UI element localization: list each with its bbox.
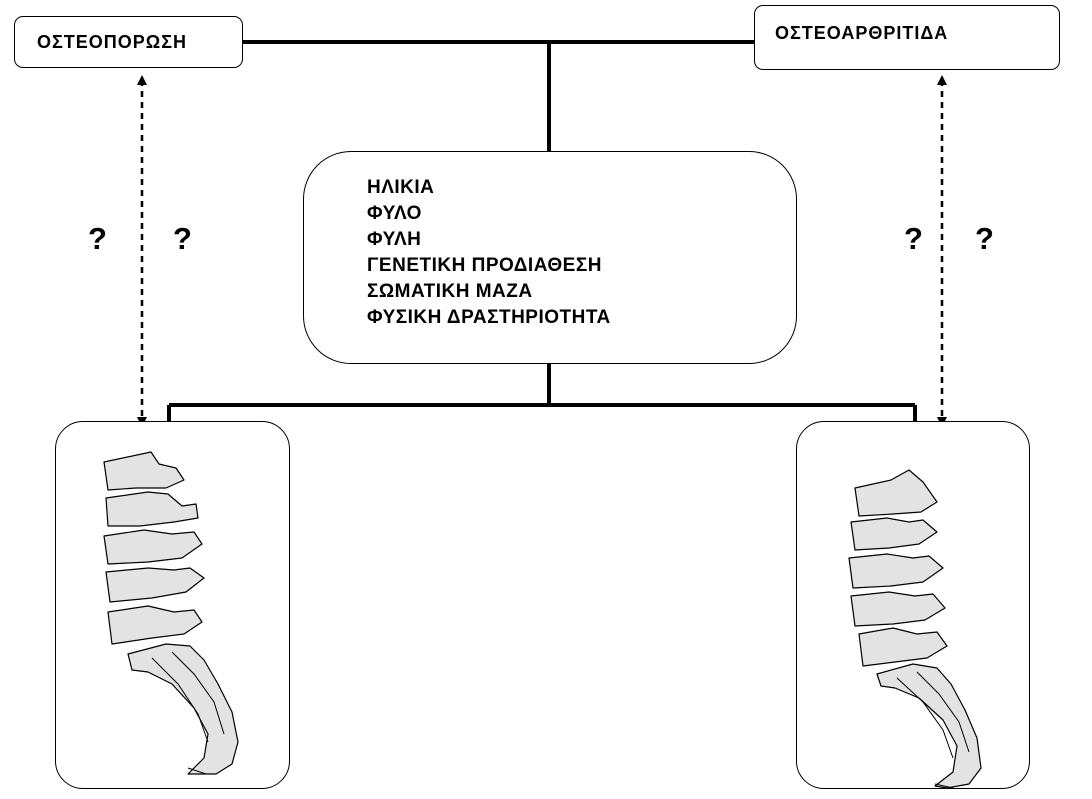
risk-factor-physical-activity: ΦΥΣΙΚΗ ΔΡΑΣΤΗΡΙΟΤΗΤΑ — [367, 305, 796, 331]
vertebra-1 — [855, 470, 937, 516]
osteoporosis-box: ΟΣΤΕΟΠΟΡΩΣΗ — [14, 16, 243, 68]
vertebra-4 — [106, 568, 204, 602]
osteoporosis-label: ΟΣΤΕΟΠΟΡΩΣΗ — [37, 32, 187, 53]
osteoporotic-spine-illustration — [56, 422, 291, 790]
question-mark-right-outer: ? — [975, 221, 994, 257]
risk-factor-genetics: ΓΕΝΕΤΙΚΗ ΠΡΟΔΙΑΘΕΣΗ — [367, 253, 796, 279]
osteoporotic-spine-box — [55, 421, 290, 789]
vertebra-5 — [859, 628, 947, 666]
osteoarthritis-box: ΟΣΤΕΟΑΡΘΡΙΤΙΔΑ — [754, 5, 1060, 70]
risk-factors-box: ΗΛΙΚΙΑ ΦΥΛΟ ΦΥΛΗ ΓΕΝΕΤΙΚΗ ΠΡΟΔΙΑΘΕΣΗ ΣΩΜ… — [303, 151, 797, 364]
vertebra-3 — [849, 554, 943, 588]
question-mark-left-inner: ? — [173, 221, 192, 257]
vertebra-5 — [108, 606, 202, 644]
osteoarthritic-spine-illustration — [797, 422, 1031, 790]
vertebra-1 — [104, 452, 184, 490]
vertebra-3 — [104, 530, 202, 564]
risk-factor-age: ΗΛΙΚΙΑ — [367, 175, 796, 201]
vertebra-2 — [106, 492, 198, 526]
osteoarthritic-spine-box — [796, 421, 1030, 789]
risk-factor-body-mass: ΣΩΜΑΤΙΚΗ ΜΑΖΑ — [367, 279, 796, 305]
osteoarthritis-label: ΟΣΤΕΟΑΡΘΡΙΤΙΔΑ — [775, 23, 948, 44]
risk-factor-race: ΦΥΛΗ — [367, 227, 796, 253]
sacrum — [877, 664, 981, 788]
question-mark-right-inner: ? — [904, 221, 923, 257]
risk-factor-sex: ΦΥΛΟ — [367, 201, 796, 227]
question-mark-left-outer: ? — [88, 221, 107, 257]
vertebra-2 — [851, 518, 937, 550]
risk-factors-list: ΗΛΙΚΙΑ ΦΥΛΟ ΦΥΛΗ ΓΕΝΕΤΙΚΗ ΠΡΟΔΙΑΘΕΣΗ ΣΩΜ… — [367, 175, 796, 331]
vertebra-4 — [851, 592, 945, 626]
